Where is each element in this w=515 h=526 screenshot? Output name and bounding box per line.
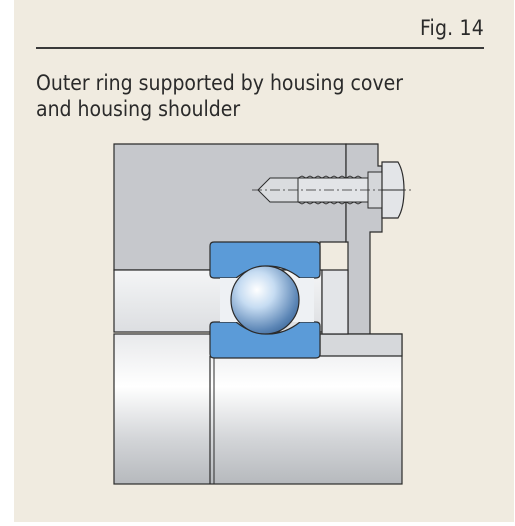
figure-title-line-2: and housing shoulder [36, 97, 241, 121]
shaft [113, 333, 403, 485]
figure-title-line-1: Outer ring supported by housing cover [36, 71, 404, 95]
shaft-shoulder [319, 333, 403, 357]
cover-spigot [321, 269, 349, 335]
bearing-ball [230, 265, 300, 335]
figure-title: Outer ring supported by housing cover an… [36, 70, 476, 122]
header-divider [36, 47, 484, 49]
figure-number: Fig. 14 [419, 16, 484, 40]
